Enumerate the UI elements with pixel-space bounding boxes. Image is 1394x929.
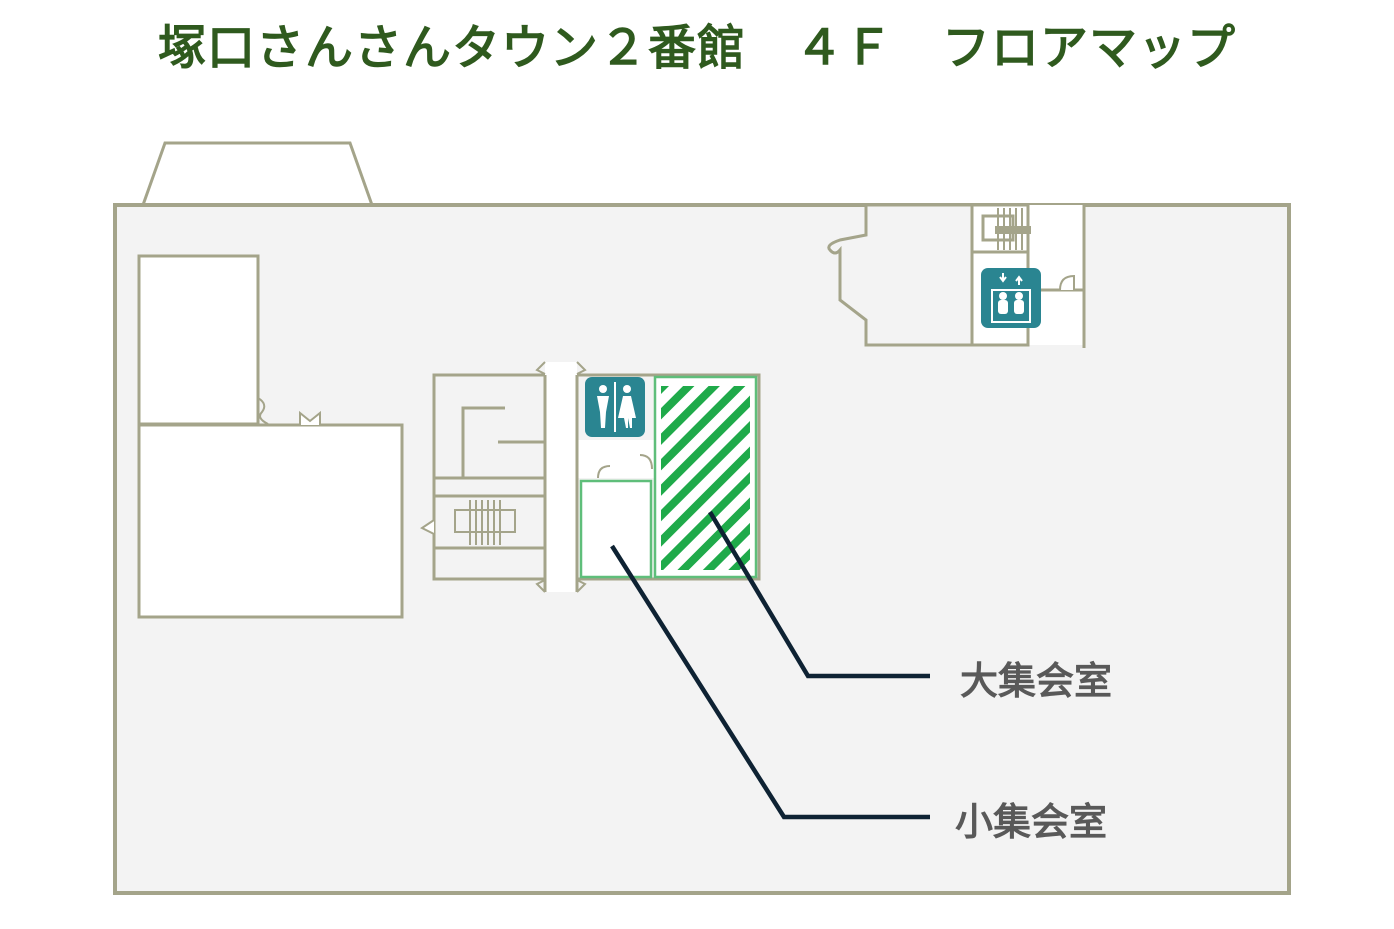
corridor xyxy=(545,362,577,592)
room-small-meeting xyxy=(579,479,653,579)
stairs-icon xyxy=(454,500,516,545)
room-left-upper xyxy=(137,254,260,426)
room-label-small-meeting: 小集会室 xyxy=(955,800,1108,844)
elevator-icon xyxy=(981,268,1041,328)
stairs-icon xyxy=(981,208,1031,250)
leader-line-small xyxy=(610,544,930,820)
room-top-right-office xyxy=(827,203,974,347)
entrance-canopy xyxy=(140,141,375,207)
restroom-icon xyxy=(585,377,645,437)
leader-line-large xyxy=(708,510,930,679)
room-label-large-meeting: 大集会室 xyxy=(960,659,1113,703)
room-left-lower xyxy=(137,423,404,619)
page-title: 塚口さんさんタウン２番館 ４Ｆ フロアマップ xyxy=(157,20,1236,76)
